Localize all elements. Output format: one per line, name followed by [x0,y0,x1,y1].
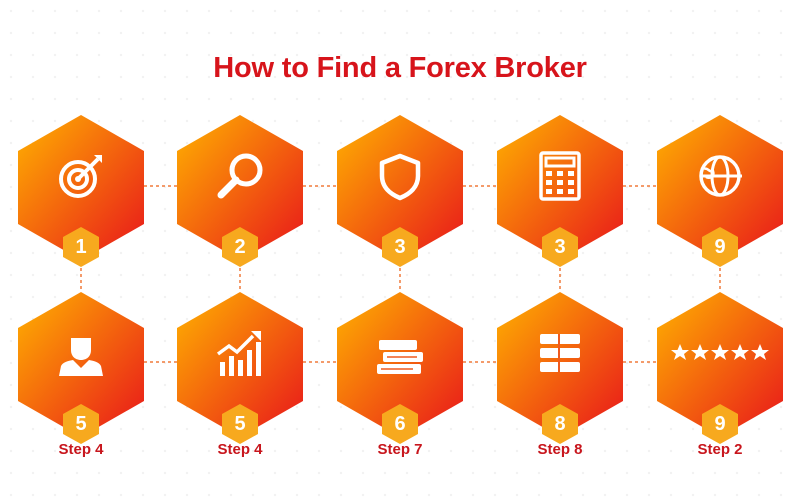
step-badge [542,404,578,444]
step-number: 1 [75,236,87,258]
step-number: 6 [394,413,406,435]
step-card-10: 9 [657,292,783,444]
step-card-3: 3 [337,115,463,267]
step-badge [702,404,738,444]
step-number: 9 [714,236,726,258]
hexagon-shape [497,115,623,260]
shield-icon [379,153,421,201]
person-icon [59,338,103,376]
hexagon-shape [177,115,303,260]
step-caption: Step 4 [217,441,263,458]
step-card-9: 8 [497,292,623,444]
step-card-2: 2 [177,115,303,267]
diagram-title: How to Find a Forex Broker [213,52,587,84]
step-caption: Step 8 [537,441,583,458]
step-number: 5 [234,413,246,435]
step-card-8: 6 [337,292,463,444]
step-badge [222,404,258,444]
books-icon [377,340,423,374]
stack-icon [540,334,580,372]
hexagon-shape [657,115,783,260]
step-badge [222,227,258,267]
step-badge [63,227,99,267]
target-icon [59,155,102,198]
step-caption: Step 2 [697,441,743,458]
step-card-7: 5 [177,292,303,444]
globe-icon [699,155,742,197]
step-number: 5 [75,413,87,435]
step-badge [63,404,99,444]
step-card-6: 5 [18,292,144,444]
step-card-1: 1 [18,115,144,267]
hexagon-shape [337,115,463,260]
hexagon-shape [657,292,783,437]
growth-chart-icon [216,331,261,376]
step-badge [542,227,578,267]
magnifier-icon [217,153,263,199]
calculator-icon [539,151,581,201]
stars-icon [671,344,769,360]
step-caption: Step 4 [58,441,104,458]
step-number: 2 [234,236,246,258]
step-badge [382,404,418,444]
hexagon-shape [18,292,144,437]
step-badge [702,227,738,267]
step-card-4: 3 [497,115,623,267]
step-caption: Step 7 [377,441,423,458]
step-number: 3 [394,236,406,258]
step-card-5: 9 [657,115,783,267]
step-number: 8 [554,413,566,435]
step-number: 3 [554,236,566,258]
step-number: 9 [714,413,726,435]
step-badge [382,227,418,267]
